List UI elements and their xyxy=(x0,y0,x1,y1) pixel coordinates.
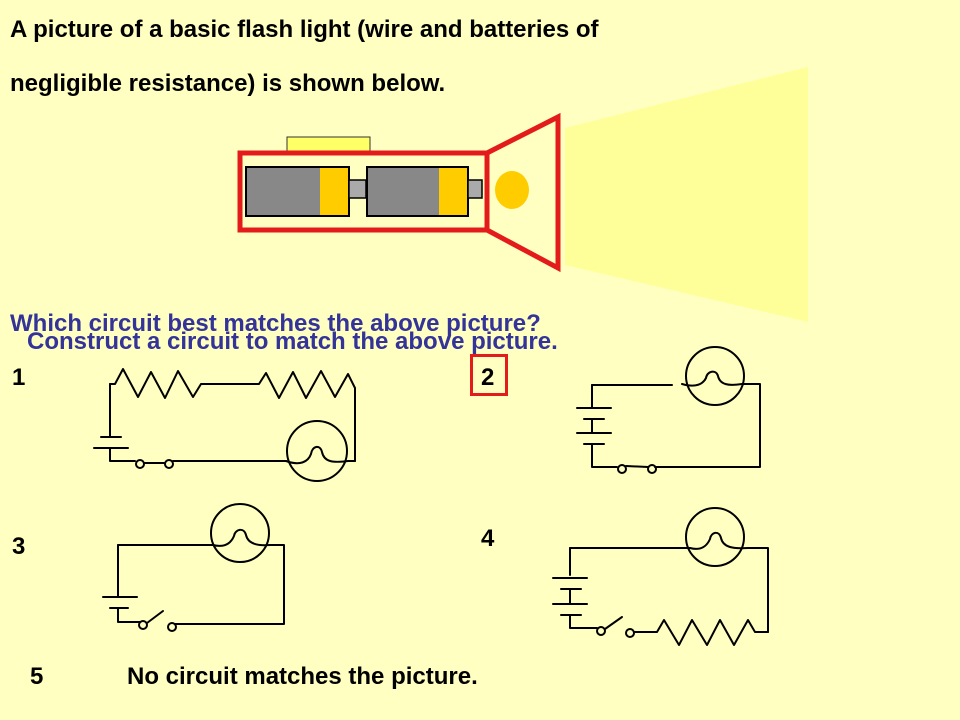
option-5-label[interactable]: 5 xyxy=(30,663,44,690)
flashlight-illustration xyxy=(237,67,808,322)
battery-2 xyxy=(366,166,483,217)
option-3-label[interactable]: 3 xyxy=(12,533,26,560)
circuit-1 xyxy=(93,368,356,482)
selected-answer-box xyxy=(470,354,508,396)
battery-1 xyxy=(245,166,367,217)
question-which-circuit: Which circuit best matches the above pic… xyxy=(10,310,541,337)
bulb xyxy=(495,171,529,209)
circuit-2 xyxy=(576,346,761,474)
intro-line-2: negligible resistance) is shown below. xyxy=(10,70,446,97)
circuit-4 xyxy=(552,507,769,646)
option-2-label[interactable]: 2 xyxy=(481,364,495,391)
option-1-label[interactable]: 1 xyxy=(12,364,26,391)
option-5-text: No circuit matches the picture. xyxy=(127,663,478,690)
intro-line-1: A picture of a basic flash light (wire a… xyxy=(10,16,599,43)
circuit-3 xyxy=(102,503,285,632)
flashlight-head xyxy=(484,112,561,273)
question-construct-circuit: Construct a circuit to match the above p… xyxy=(27,328,558,355)
light-beam xyxy=(565,67,808,322)
option-4-label[interactable]: 4 xyxy=(481,525,495,552)
